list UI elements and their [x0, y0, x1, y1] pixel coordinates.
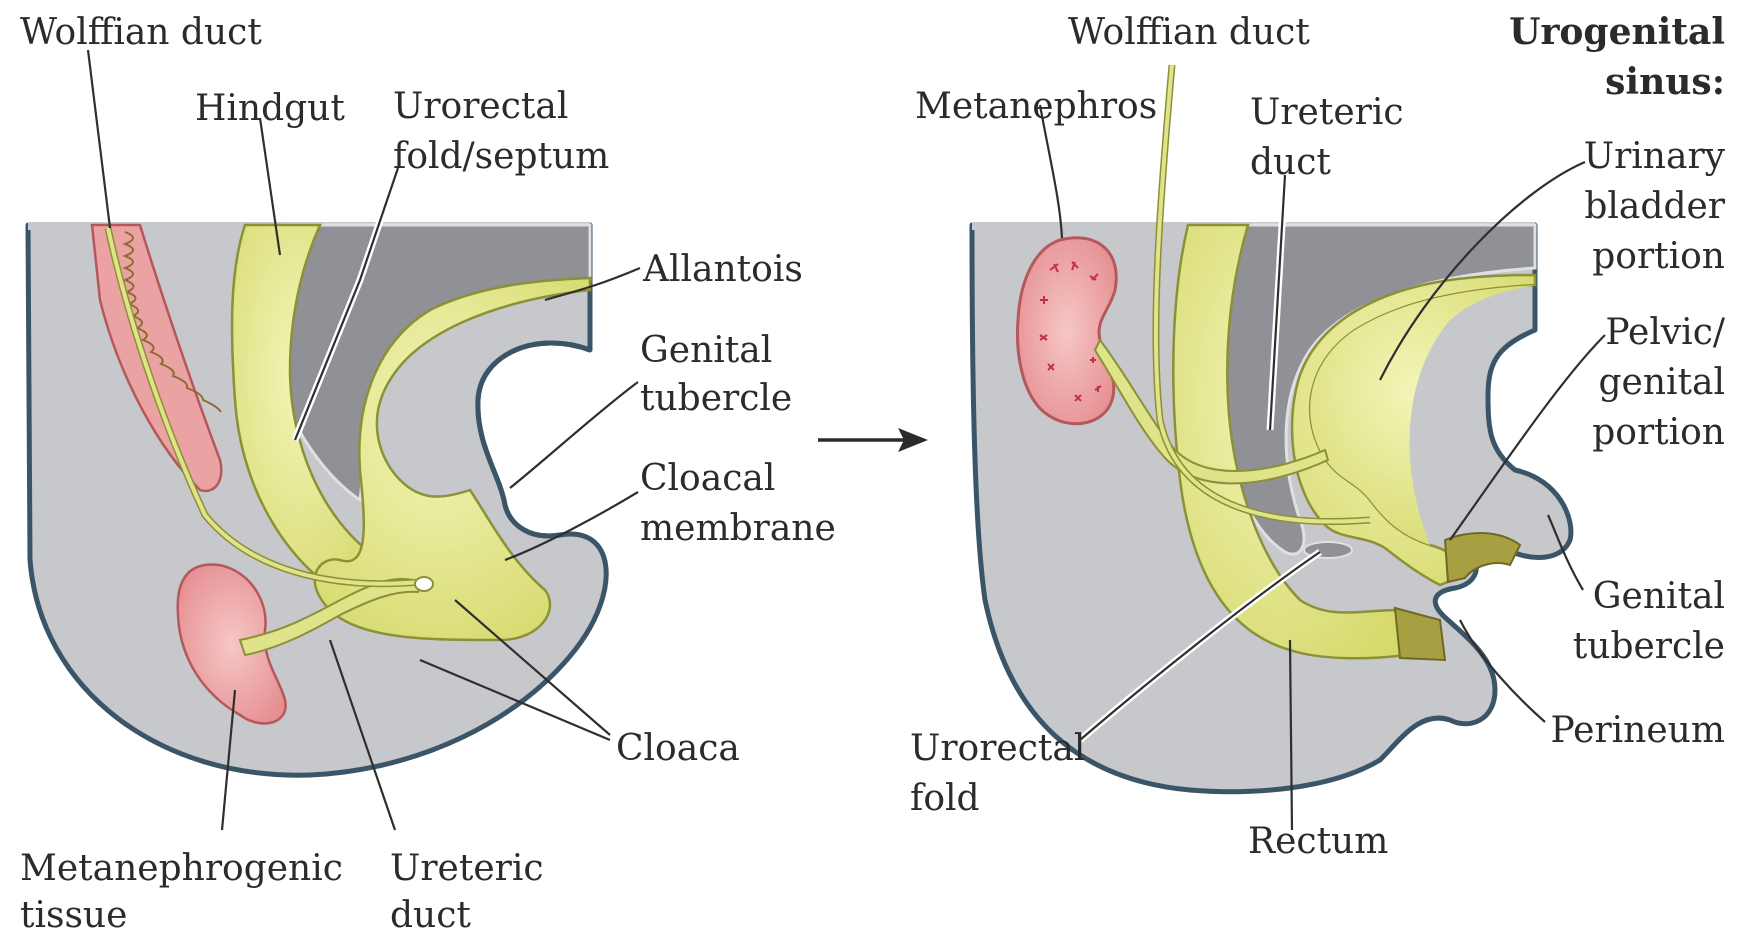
label-pelvic-genital-line2: genital: [1599, 362, 1726, 403]
label-cloaca: Cloaca: [616, 728, 740, 769]
label-urorectal-left-line2: fold/septum: [393, 136, 609, 177]
right-genital-tubercle: [1445, 533, 1520, 582]
label-urorectal-fold-line2: fold: [910, 778, 980, 819]
label-metanephros: Metanephros: [915, 86, 1157, 127]
label-urinary-bladder-line3: portion: [1592, 236, 1725, 277]
label-ureteric-duct-left-line2: duct: [390, 895, 471, 936]
label-urinary-bladder-line2: bladder: [1584, 186, 1725, 227]
label-perineum: Perineum: [1551, 710, 1725, 751]
label-urorectal-fold-line1: Urorectal: [910, 728, 1085, 769]
label-genital-tubercle-left-line1: Genital: [640, 330, 772, 371]
label-urogenital-sinus-line2: sinus:: [1605, 61, 1725, 103]
label-metanephrogenic-line2: tissue: [20, 895, 127, 936]
label-urinary-bladder-line1: Urinary: [1584, 136, 1726, 177]
label-pelvic-genital-line1: Pelvic/: [1605, 312, 1725, 353]
label-cloacal-membrane-line2: membrane: [640, 508, 836, 549]
label-hindgut: Hindgut: [195, 88, 345, 129]
label-urogenital-sinus-line1: Urogenital: [1509, 11, 1725, 53]
label-genital-tubercle-right-line2: tubercle: [1573, 626, 1725, 667]
label-ureteric-duct-right-line1: Ureteric: [1250, 92, 1404, 133]
label-wolffian-duct-right: Wolffian duct: [1068, 12, 1310, 53]
left-embryo: [28, 222, 606, 775]
label-rectum: Rectum: [1248, 821, 1388, 862]
label-pelvic-genital-line3: portion: [1592, 412, 1725, 453]
label-allantois: Allantois: [642, 249, 803, 290]
label-urorectal-left-line1: Urorectal: [393, 86, 568, 127]
label-genital-tubercle-left-line2: tubercle: [640, 378, 792, 419]
transition-arrow: [818, 428, 928, 452]
label-genital-tubercle-right-line1: Genital: [1593, 576, 1725, 617]
label-cloacal-membrane-line1: Cloacal: [640, 458, 775, 499]
label-metanephrogenic-line1: Metanephrogenic: [20, 848, 343, 889]
label-ureteric-duct-left-line1: Ureteric: [390, 848, 544, 889]
label-ureteric-duct-right-line2: duct: [1250, 142, 1331, 183]
label-wolffian-duct-left: Wolffian duct: [20, 12, 262, 53]
